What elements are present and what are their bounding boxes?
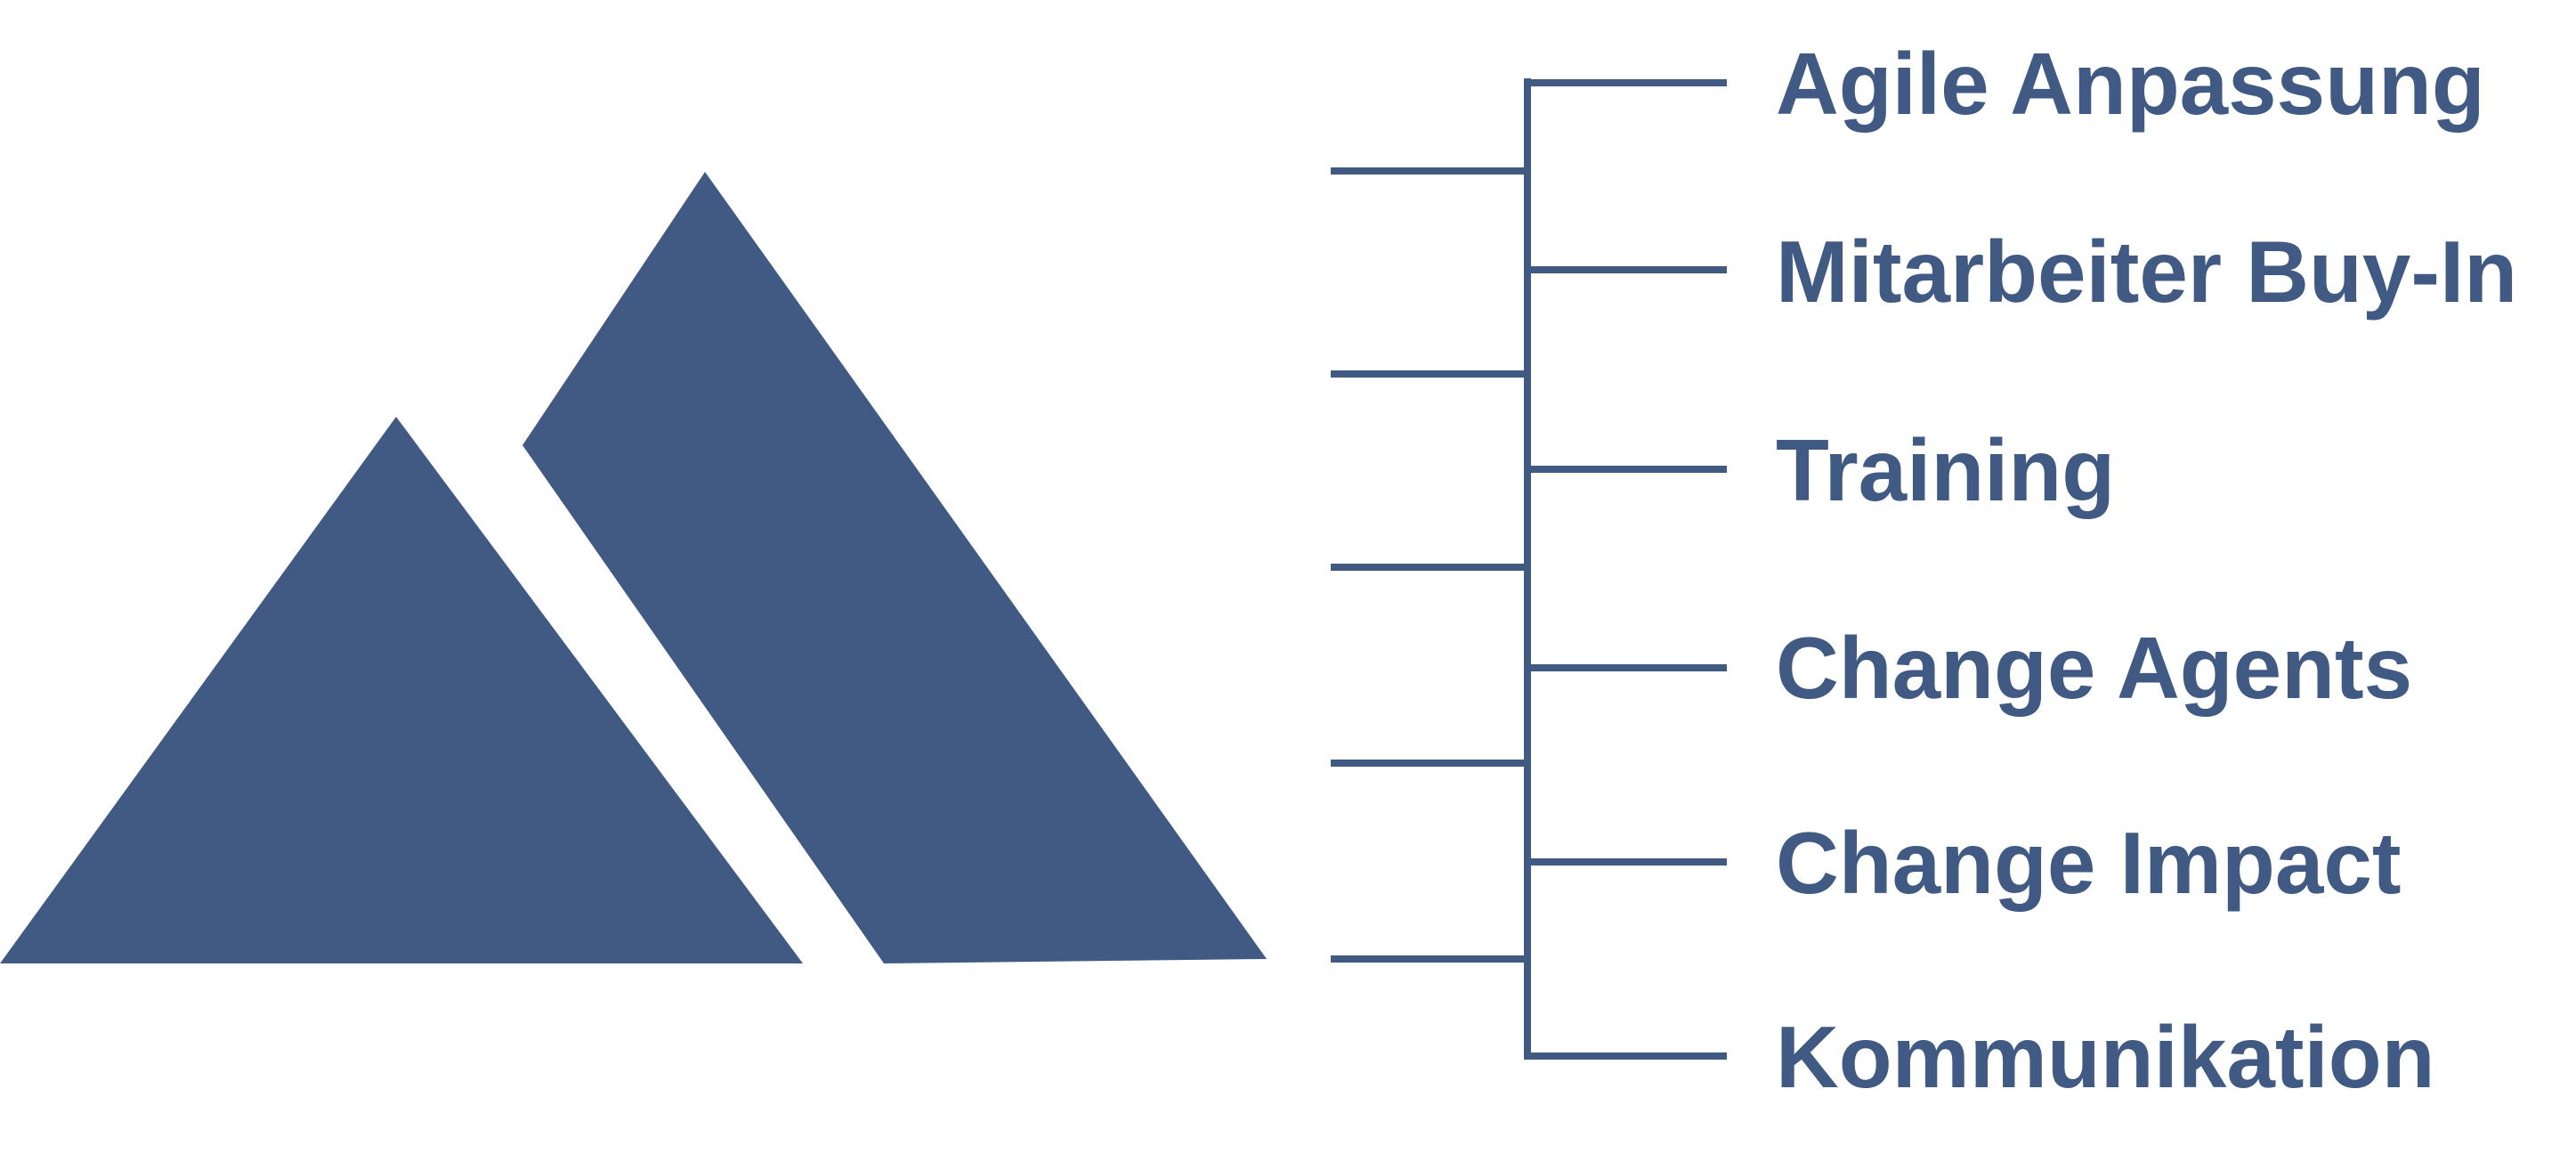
label-mitarbeiter-buy-in: Mitarbeiter Buy-In bbox=[1776, 223, 2517, 321]
label-agile-anpassung: Agile Anpassung bbox=[1776, 35, 2485, 133]
right-branches bbox=[1527, 79, 1727, 1060]
left-ticks bbox=[1331, 167, 1527, 963]
label-training: Training bbox=[1776, 421, 2115, 519]
label-change-impact: Change Impact bbox=[1776, 814, 2401, 912]
label-change-agents: Change Agents bbox=[1776, 619, 2412, 717]
item-labels: Agile Anpassung Mitarbeiter Buy-In Train… bbox=[1776, 35, 2517, 1106]
label-kommunikation: Kommunikation bbox=[1776, 1008, 2434, 1106]
right-mountain-shape bbox=[522, 172, 1267, 963]
left-mountain-shape bbox=[0, 417, 803, 963]
